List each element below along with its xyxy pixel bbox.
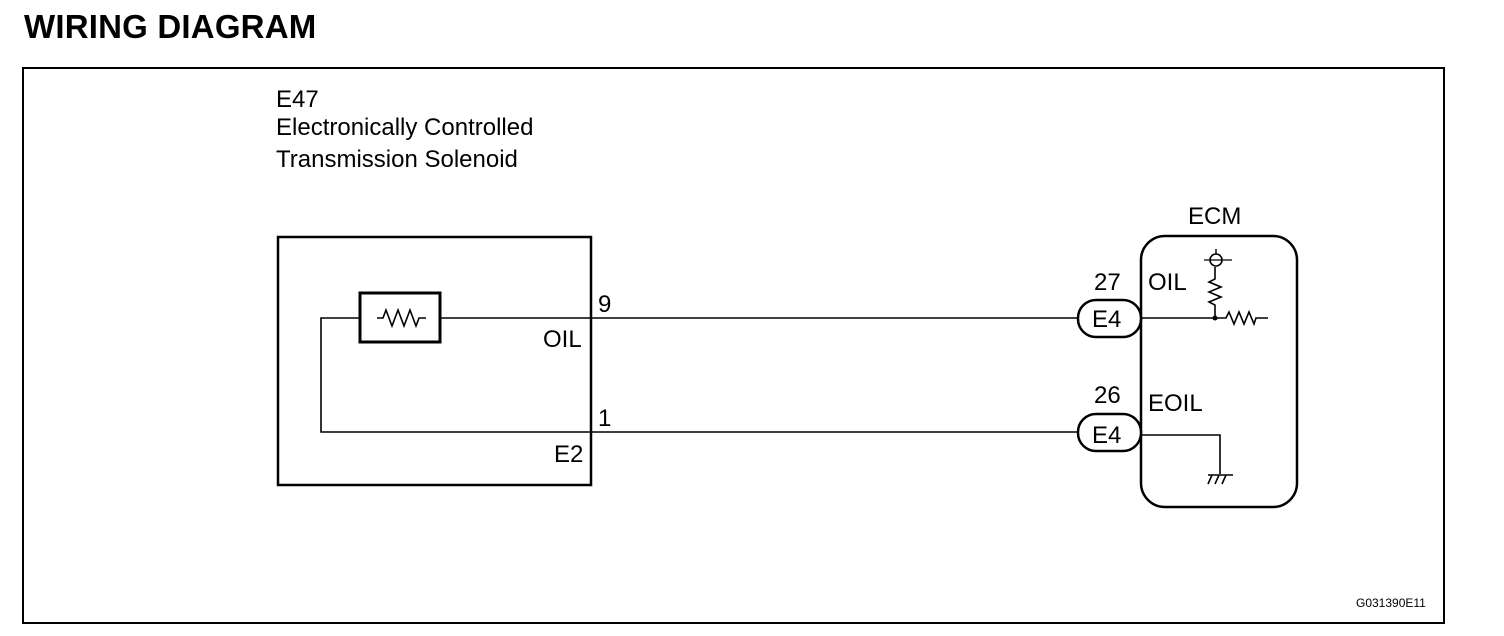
pin-oil-number: 9 [598,291,611,318]
ecm-box [1139,234,1299,509]
terminal-oil-number: 27 [1094,269,1121,296]
figure-code: G031390E11 [1356,596,1426,610]
pin-oil-label: OIL [543,326,582,353]
terminal-eoil-label: EOIL [1148,390,1203,417]
solenoid-box [276,235,593,487]
terminal-oil-label: OIL [1148,269,1187,296]
connector-e4-lower-label: E4 [1092,422,1121,449]
diagram-frame [22,67,1445,624]
component-name-line1: Electronically Controlled [276,114,533,141]
component-name-line2: Transmission Solenoid [276,146,518,173]
solenoid-resistor-icon [377,307,426,329]
ecm-eoil-wire [1141,434,1221,474]
pin-e2-number: 1 [598,405,611,432]
ecm-series-resistor-icon [1215,309,1268,327]
ground-icon [1207,474,1233,485]
diagram-title: WIRING DIAGRAM [24,8,317,45]
connector-e4-lower [1076,412,1143,453]
component-code: E47 [276,86,319,113]
pin-e2-label: E2 [554,441,583,468]
ecm-label: ECM [1188,203,1241,230]
ecm-pullup-resistor-icon [1206,267,1224,318]
connector-e4-upper-label: E4 [1092,306,1121,333]
terminal-eoil-number: 26 [1094,382,1121,409]
solenoid-internal-wire [320,317,591,433]
